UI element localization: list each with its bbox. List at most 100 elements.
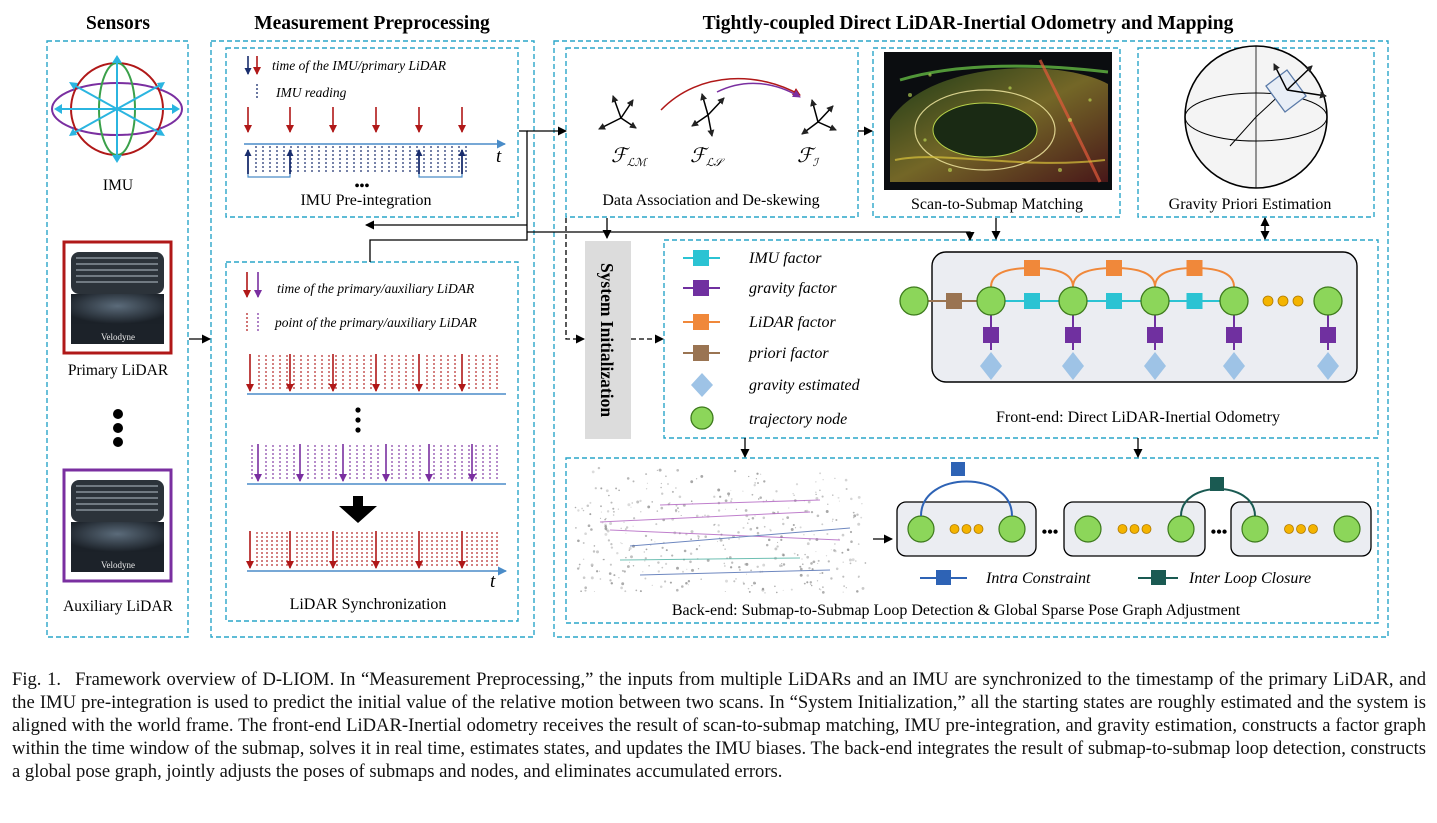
cloud-point	[675, 487, 677, 489]
cloud-point	[659, 585, 663, 589]
cloud-point	[850, 497, 853, 501]
cloud-point	[864, 562, 867, 564]
cloud-point	[630, 506, 632, 508]
sensors-heading: Sensors	[86, 13, 150, 34]
frontend-legend: IMU factor gravity factor LiDAR factor p…	[683, 250, 861, 430]
cloud-point	[717, 509, 721, 512]
cloud-point	[751, 584, 753, 587]
cloud-point	[815, 496, 819, 500]
lidar-legend: time of the primary/auxiliary LiDAR poin…	[243, 272, 477, 333]
cloud-point	[821, 495, 824, 498]
cloud-point	[646, 482, 648, 484]
cloud-point	[822, 479, 824, 481]
cloud-point	[842, 591, 844, 593]
cloud-point	[734, 470, 737, 473]
cloud-point	[830, 549, 832, 551]
cloud-point	[582, 542, 585, 544]
cloud-point	[835, 567, 839, 571]
cloud-point	[647, 505, 651, 509]
trajectory-node	[1058, 286, 1088, 316]
cloud-point	[806, 555, 810, 559]
cloud-point	[786, 516, 790, 519]
cloud-point	[632, 480, 635, 483]
imu-preintegration-panel	[225, 47, 519, 218]
cloud-point	[609, 579, 612, 582]
cloud-point	[640, 511, 642, 513]
cloud-point	[604, 527, 608, 530]
cloud-point	[723, 562, 726, 565]
backend-legend: Intra Constraint Inter Loop Closure	[920, 570, 1311, 587]
cloud-point	[589, 501, 592, 504]
cloud-point	[725, 579, 728, 583]
gravity-estimate	[1317, 352, 1339, 380]
cloud-point	[821, 572, 824, 574]
cloud-point	[687, 584, 689, 586]
cloud-point	[727, 492, 731, 496]
cloud-point	[745, 562, 749, 566]
cloud-point	[809, 583, 812, 586]
cloud-point	[608, 572, 612, 575]
submap-node	[998, 515, 1026, 543]
cloud-point	[838, 538, 840, 540]
cloud-point	[605, 489, 609, 493]
cloud-point	[686, 568, 688, 570]
cloud-point	[782, 518, 784, 521]
cloud-point	[609, 522, 613, 525]
cloud-point	[623, 570, 626, 573]
cloud-point	[815, 481, 817, 483]
lidar-sensor-icon: Velodyne	[62, 240, 173, 355]
cloud-point	[660, 555, 663, 558]
cloud-point	[747, 522, 749, 524]
cloud-point	[757, 498, 760, 500]
trajectory-node	[1313, 286, 1343, 316]
imu-ellipsis: •••	[355, 179, 370, 194]
cloud-point	[852, 511, 855, 514]
cloud-point	[680, 514, 682, 517]
legend-lidar-factor: LiDAR factor	[748, 314, 836, 331]
cloud-point	[827, 503, 829, 505]
auxiliary-lidar-label: Auxiliary LiDAR	[63, 598, 173, 615]
cloud-point	[827, 560, 830, 563]
cloud-point	[850, 540, 853, 543]
cloud-point	[621, 582, 625, 586]
cloud-point	[811, 568, 814, 571]
cloud-point	[685, 582, 688, 585]
cloud-point	[665, 562, 668, 565]
cloud-point	[856, 513, 859, 516]
cloud-point	[645, 473, 648, 476]
cloud-point	[796, 554, 799, 556]
cloud-point	[584, 589, 587, 592]
cloud-point	[687, 580, 691, 583]
cloud-point	[620, 586, 623, 590]
cloud-point	[603, 558, 605, 561]
cloud-point	[697, 534, 699, 537]
cloud-point	[704, 514, 706, 517]
cloud-point	[762, 516, 766, 520]
cloud-point	[853, 514, 857, 518]
odometry-box	[553, 40, 1389, 638]
cloud-point	[713, 524, 716, 526]
cloud-point	[832, 494, 834, 496]
cloud-point	[761, 587, 765, 591]
cloud-point	[617, 508, 620, 510]
cloud-point	[683, 549, 687, 553]
lidar-vertical-ellipsis	[355, 407, 361, 433]
cloud-point	[668, 501, 671, 504]
cloud-point	[769, 529, 772, 532]
cloud-point	[621, 569, 624, 572]
cloud-point	[738, 565, 741, 569]
cloud-point	[577, 509, 580, 512]
cloud-point	[742, 490, 744, 492]
cloud-point	[639, 590, 642, 593]
cloud-point	[697, 535, 700, 538]
imu-factor	[1186, 293, 1203, 309]
cloud-point	[607, 539, 611, 542]
cloud-point	[578, 563, 581, 566]
cloud-point	[849, 530, 853, 534]
cloud-point	[599, 578, 602, 580]
cloud-point	[819, 489, 821, 492]
cloud-point	[656, 510, 659, 512]
preprocessing-heading: Measurement Preprocessing	[254, 13, 490, 34]
imu-label: IMU	[103, 177, 133, 194]
cloud-point	[792, 523, 795, 527]
